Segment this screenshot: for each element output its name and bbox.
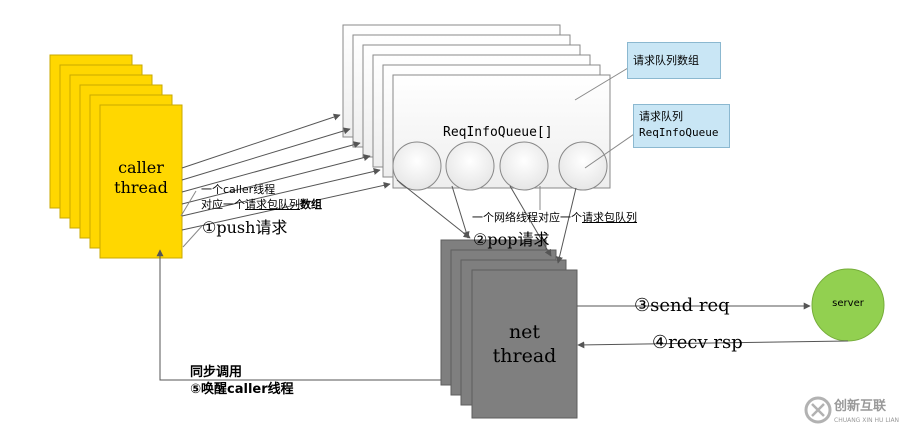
net-card-front bbox=[471, 269, 578, 419]
caller-label-line1: caller bbox=[118, 158, 164, 177]
watermark-brand: 创新互联 CHUANG XIN HU LIAN bbox=[834, 400, 899, 428]
watermark-logo-icon bbox=[804, 396, 832, 424]
queue-circle bbox=[445, 141, 495, 191]
caller-label-line2: thread bbox=[114, 178, 168, 197]
push-arrow bbox=[181, 141, 361, 193]
note-net-mapping: 一个网络线程对应一个请求包队列 bbox=[472, 209, 637, 225]
note-caller-line2: 对应一个请求包队列数组 bbox=[201, 197, 322, 212]
step5-wakeup-label: 同步调用 ⑤唤醒caller线程 bbox=[190, 364, 294, 398]
watermark-sub-text: CHUANG XIN HU LIAN bbox=[834, 417, 900, 424]
step1-pointer bbox=[182, 225, 203, 248]
push-arrow bbox=[181, 154, 371, 205]
push-arrows bbox=[181, 113, 391, 231]
note-caller-line1: 一个caller线程 bbox=[201, 183, 276, 196]
net-thread-label: net thread bbox=[472, 320, 577, 368]
pop-arrow bbox=[556, 187, 577, 264]
net-thread-stack bbox=[440, 239, 578, 419]
note-caller-link: 请求包队列 bbox=[245, 198, 300, 211]
callout-queue-array: 请求队列数组 bbox=[627, 42, 721, 79]
callout-queue-pointer bbox=[584, 129, 641, 169]
callout-array-text: 请求队列数组 bbox=[633, 54, 699, 67]
recv-arrow bbox=[577, 340, 849, 349]
note-net-prefix: 一个网络线程对应一个 bbox=[472, 211, 582, 224]
step5-line2: ⑤唤醒caller线程 bbox=[190, 382, 294, 397]
wakeup-arrow bbox=[156, 249, 441, 381]
note-caller-mapping: 一个caller线程 对应一个请求包队列数组 bbox=[201, 182, 322, 212]
push-arrow bbox=[181, 113, 341, 169]
step5-line1: 同步调用 bbox=[190, 365, 243, 380]
queue-circle bbox=[499, 141, 549, 191]
queue-circle bbox=[392, 141, 442, 191]
callout-req-queue: 请求队列 ReqInfoQueue bbox=[633, 104, 730, 148]
caller-thread-stack bbox=[49, 54, 183, 259]
server-label: server bbox=[832, 298, 864, 309]
caller-thread-label: caller thread bbox=[100, 158, 182, 198]
note-caller-suffix: 数组 bbox=[300, 198, 322, 211]
step4-recv-label: ④recv rsp bbox=[652, 332, 743, 353]
push-arrow bbox=[181, 127, 351, 181]
queue-circle bbox=[558, 141, 608, 191]
net-label-line2: thread bbox=[492, 345, 557, 367]
note-caller-prefix: 对应一个 bbox=[201, 198, 245, 211]
note-net-link: 请求包队列 bbox=[582, 211, 637, 224]
push-arrow bbox=[181, 168, 381, 217]
step1-push-label: ①push请求 bbox=[202, 218, 288, 237]
pop-arrows bbox=[396, 179, 577, 264]
pop-arrow bbox=[396, 179, 471, 239]
watermark-brand-text: 创新互联 bbox=[834, 399, 887, 414]
note-caller-pointer bbox=[180, 190, 197, 217]
step3-send-label: ③send req bbox=[634, 295, 730, 316]
net-label-line1: net bbox=[508, 321, 541, 343]
caller-card-front bbox=[99, 104, 183, 259]
pop-arrow bbox=[451, 185, 470, 239]
callout-queue-line1: 请求队列 bbox=[639, 110, 683, 123]
push-arrow bbox=[181, 181, 391, 231]
callout-array-pointer bbox=[574, 67, 629, 101]
step2-pop-label: ②pop请求 bbox=[473, 230, 550, 249]
queue-array-stack bbox=[342, 24, 611, 191]
pop-arrow bbox=[509, 185, 552, 257]
callout-queue-line2: ReqInfoQueue bbox=[639, 126, 719, 139]
queue-array-label: ReqInfoQueue[] bbox=[443, 125, 553, 140]
